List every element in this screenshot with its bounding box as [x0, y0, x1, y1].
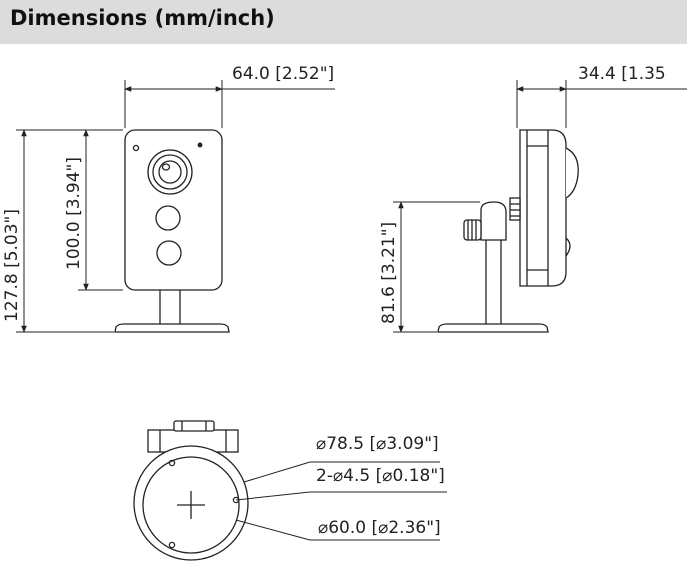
front-width-label: 64.0 [2.52"] [232, 64, 334, 84]
outer-diameter-label: ⌀78.5 [⌀3.09"] [316, 434, 439, 454]
front-view [16, 80, 335, 333]
header-bar: Dimensions (mm/inch) [0, 0, 687, 44]
base-inner-circle [142, 456, 240, 554]
mount-hole-bottom [168, 541, 176, 549]
pir-sensor [155, 205, 181, 231]
hole-leader [235, 491, 311, 501]
camera-body-side [519, 129, 567, 287]
camera-body-front [124, 129, 223, 291]
inner-diameter-leader [235, 519, 311, 541]
stand-base-side [437, 323, 549, 333]
side-height-label: 81.6 [3.21"] [379, 222, 399, 324]
side-view [393, 80, 687, 333]
inner-diameter-label: ⌀60.0 [⌀2.36"] [318, 518, 441, 538]
lens-bulge [565, 147, 579, 199]
side-depth-label: 34.4 [1.35 [578, 64, 666, 84]
page-title: Dimensions (mm/inch) [10, 6, 275, 30]
lens-outer [147, 149, 193, 195]
lens-ring [152, 154, 188, 190]
bracket-top [173, 420, 215, 432]
indicator-dot [132, 144, 140, 152]
stand-base-front [114, 323, 230, 333]
mount-bracket [509, 197, 521, 221]
speaker-circle [156, 240, 182, 266]
mic-dot [197, 142, 203, 148]
lens-highlight [161, 163, 171, 171]
front-body-height-label: 100.0 [3.94"] [64, 157, 84, 270]
outer-diameter-leader [243, 461, 311, 483]
base-view [133, 420, 447, 561]
ball-joint [480, 201, 507, 241]
sensor-bulge [565, 237, 571, 257]
front-total-height-label: 127.8 [5.03"] [2, 209, 22, 322]
hole-label: 2-⌀4.5 [⌀0.18"] [316, 466, 445, 486]
mount-hole-top [168, 459, 176, 467]
lens-inner [158, 160, 182, 184]
